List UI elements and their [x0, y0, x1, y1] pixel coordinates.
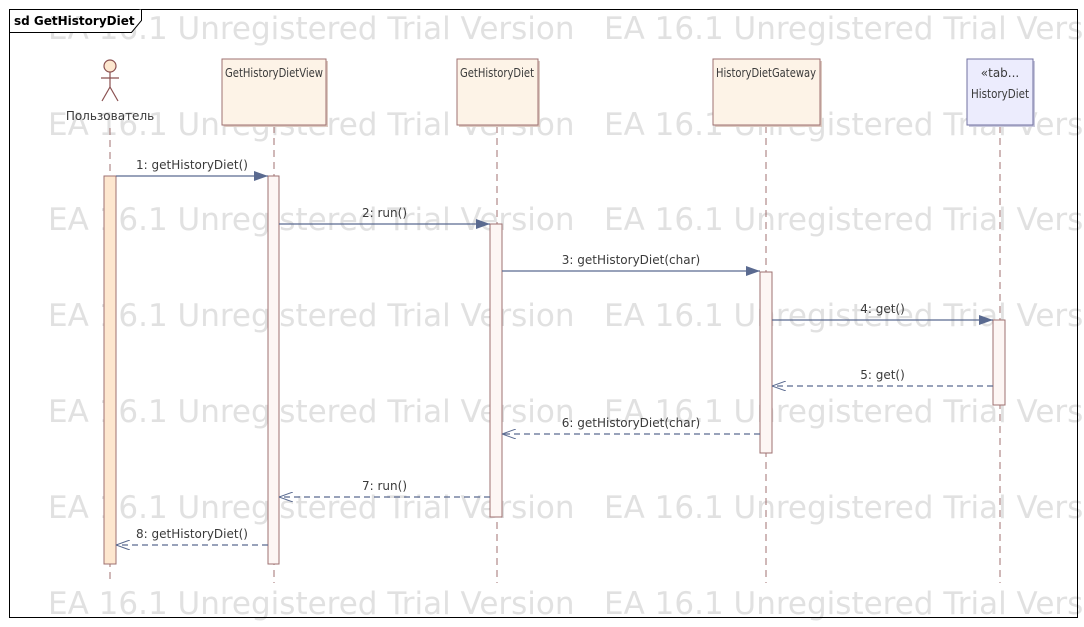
watermark-text: EA 16.1 Unregistered Trial Version	[48, 394, 575, 430]
message-label: 1: getHistoryDiet()	[136, 158, 248, 172]
activation-actor	[103, 175, 117, 565]
watermark-text: EA 16.1 Unregistered Trial Version	[604, 586, 1084, 622]
message-1[interactable]: 1: getHistoryDiet()	[116, 158, 268, 181]
activation-usecase	[489, 223, 503, 518]
activation-view	[267, 175, 280, 565]
message-7[interactable]: 7: run()	[279, 479, 490, 497]
participant-gateway-label: HistoryDietGateway	[716, 66, 816, 80]
message-label: 8: getHistoryDiet()	[136, 527, 248, 541]
watermark-text: EA 16.1 Unregistered Trial Version	[604, 202, 1084, 238]
stick-figure-icon	[101, 59, 119, 102]
watermark-text: EA 16.1 Unregistered Trial Version	[48, 586, 575, 622]
activation-table	[992, 319, 1006, 406]
participant-usecase[interactable]: GetHistoryDiet	[456, 58, 540, 127]
messages: 1: getHistoryDiet() 2: run() 3: getHistory…	[116, 158, 993, 545]
message-3[interactable]: 3: getHistoryDiet(char)	[502, 253, 760, 276]
watermark-text: EA 16.1 Unregistered Trial Version	[48, 490, 575, 526]
message-6[interactable]: 6: getHistoryDiet(char)	[502, 416, 760, 434]
watermark-text: EA 16.1 Unregistered Trial Version	[48, 298, 575, 334]
activation-gateway	[759, 271, 773, 454]
participant-view[interactable]: GetHistoryDietView	[221, 58, 328, 127]
actor[interactable]: Пользователь	[66, 59, 154, 123]
diagram-frame	[9, 9, 1078, 618]
watermark-text: EA 16.1 Unregistered Trial Version	[604, 11, 1084, 47]
actor-label: Пользователь	[66, 109, 154, 123]
participant-usecase-label: GetHistoryDiet	[460, 66, 534, 80]
diagram-title: sd GetHistoryDiet	[14, 14, 135, 28]
participant-table-stereotype: «tab...	[981, 66, 1019, 80]
watermark-text: EA 16.1 Unregistered Trial Version	[604, 490, 1084, 526]
message-label: 2: run()	[362, 206, 407, 220]
message-label: 6: getHistoryDiet(char)	[562, 416, 700, 430]
message-label: 4: get()	[860, 302, 905, 316]
message-label: 5: get()	[860, 368, 905, 382]
message-8[interactable]: 8: getHistoryDiet()	[116, 527, 268, 545]
message-4[interactable]: 4: get()	[772, 302, 993, 325]
message-label: 7: run()	[362, 479, 407, 493]
frame-title-tab	[9, 9, 142, 33]
message-5[interactable]: 5: get()	[772, 368, 993, 386]
participant-view-label: GetHistoryDietView	[225, 66, 323, 80]
participant-table[interactable]: «tab... HistoryDiet	[966, 58, 1035, 127]
watermark-text: EA 16.1 Unregistered Trial Version	[604, 298, 1084, 334]
participant-gateway[interactable]: HistoryDietGateway	[712, 58, 822, 127]
message-label: 3: getHistoryDiet(char)	[562, 253, 700, 267]
message-2[interactable]: 2: run()	[279, 206, 490, 229]
activations	[103, 175, 1006, 565]
participant-table-label: HistoryDiet	[971, 87, 1029, 101]
